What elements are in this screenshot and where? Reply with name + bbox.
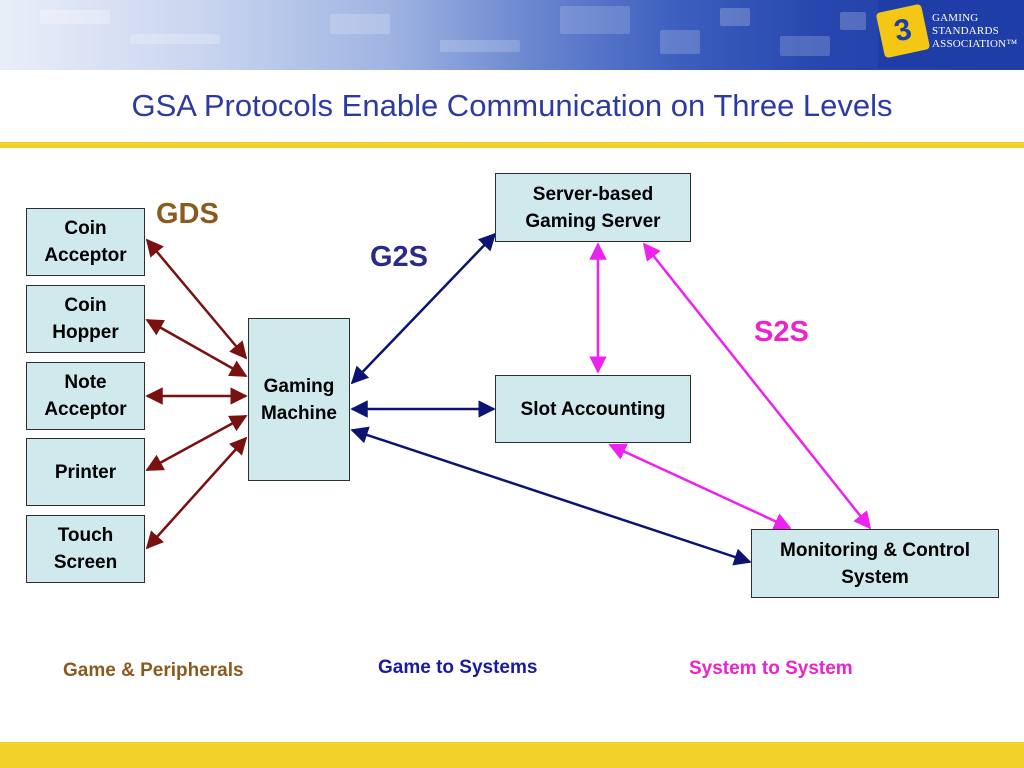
s2s-protocol-label: S2S	[754, 316, 809, 348]
title-divider	[0, 142, 1024, 148]
gsa-logo-line: ASSOCIATION™	[932, 38, 1018, 50]
g2s-protocol-label: G2S	[370, 241, 429, 273]
printer-box: Printer	[26, 438, 145, 506]
gaming-machine-box: Gaming Machine	[248, 318, 350, 481]
touch-screen-box: Touch Screen	[26, 515, 145, 583]
banner-decoration	[440, 40, 520, 52]
gds-protocol-label: GDS	[156, 198, 219, 230]
gaming-machine-label: Gaming Machine	[260, 375, 338, 424]
note-acceptor-box: Note Acceptor	[26, 362, 145, 430]
legend-s2s: System to System	[689, 658, 853, 679]
gds-arrow-printer	[145, 414, 248, 472]
slot-accounting-box: Slot Accounting	[495, 375, 691, 443]
legend-gds: Game & Peripherals	[63, 660, 244, 681]
banner-decoration	[780, 36, 830, 56]
coin-acceptor-label: Coin Acceptor	[44, 218, 127, 266]
touch-screen-label: Touch Screen	[53, 525, 118, 573]
gds-arrow-touch-screen	[145, 436, 248, 550]
header-banner: 3 GAMING STANDARDS ASSOCIATION™	[0, 0, 1024, 70]
gsa-logo: 3 GAMING STANDARDS ASSOCIATION™	[875, 0, 1024, 68]
banner-decoration	[720, 8, 750, 26]
banner-decoration	[840, 12, 866, 30]
monitoring-system-box: Monitoring & Control System	[751, 529, 999, 598]
legend-g2s: Game to Systems	[378, 657, 538, 678]
s2s-arrow-server-monitoring	[642, 242, 872, 530]
gsa-logo-text: GAMING STANDARDS ASSOCIATION™	[932, 12, 1017, 51]
s2s-arrow-slot-monitoring	[608, 443, 792, 530]
gds-arrow-coin-acceptor	[145, 238, 248, 360]
banner-decoration	[40, 10, 110, 24]
gaming-server-box: Server-based Gaming Server	[495, 173, 691, 242]
gsa-logo-line: GAMING	[932, 12, 979, 24]
coin-hopper-label: Coin Hopper	[52, 295, 119, 343]
printer-label: Printer	[54, 461, 117, 483]
gaming-server-label: Server-based Gaming Server	[525, 183, 661, 232]
g2s-arrow-monitoring	[350, 426, 752, 566]
gds-arrow-coin-hopper	[145, 318, 248, 378]
banner-decoration	[330, 14, 390, 34]
banner-decoration	[660, 30, 700, 54]
coin-hopper-box: Coin Hopper	[26, 285, 145, 353]
note-acceptor-label: Note Acceptor	[44, 372, 127, 420]
monitoring-system-label: Monitoring & Control System	[780, 539, 970, 588]
gsa-logo-line: STANDARDS	[932, 25, 999, 37]
g2s-arrow-gaming-server	[350, 232, 497, 385]
slide-title: GSA Protocols Enable Communication on Th…	[131, 88, 893, 123]
slot-accounting-label: Slot Accounting	[520, 398, 666, 420]
banner-decoration	[560, 6, 630, 34]
banner-decoration	[130, 34, 220, 44]
footer-bar	[0, 742, 1024, 768]
coin-acceptor-box: Coin Acceptor	[26, 208, 145, 276]
